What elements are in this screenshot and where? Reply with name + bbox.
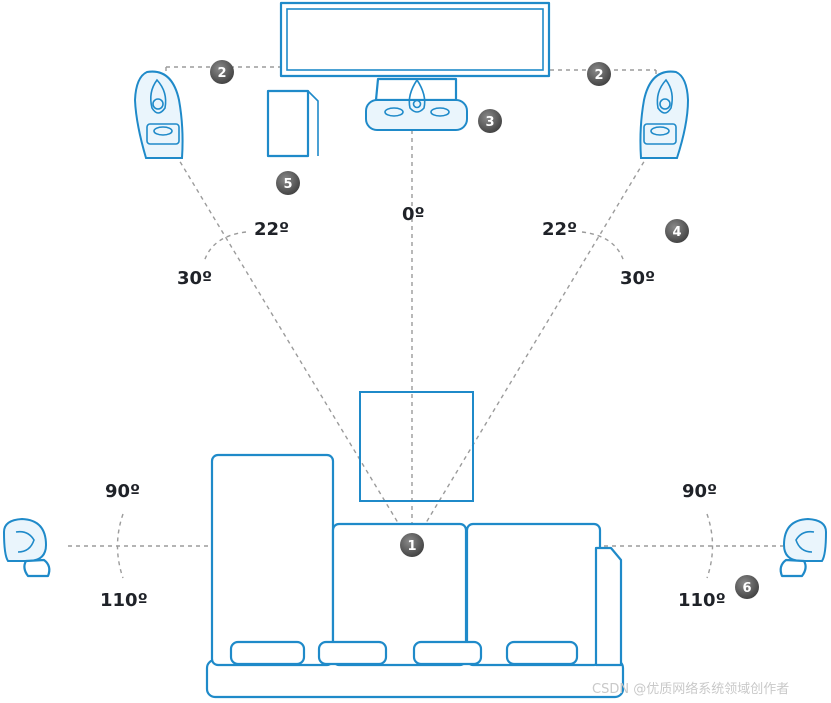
angle-left-inner: 22º bbox=[254, 219, 289, 240]
guide-right-front bbox=[411, 154, 649, 547]
front-left-speaker bbox=[133, 70, 184, 159]
guide-lines bbox=[68, 66, 783, 579]
arc-right-side bbox=[706, 513, 714, 579]
badge-front-left: 2 bbox=[210, 60, 234, 84]
badge-alt-right: 4 bbox=[665, 219, 689, 243]
front-right-speaker bbox=[639, 70, 690, 159]
badge-center: 3 bbox=[478, 109, 502, 133]
svg-text:1: 1 bbox=[407, 539, 416, 554]
arc-left-front bbox=[203, 231, 247, 263]
svg-text:5: 5 bbox=[283, 177, 292, 192]
badge-subwoofer: 5 bbox=[276, 171, 300, 195]
angle-right-side-bottom: 110º bbox=[678, 590, 726, 611]
arc-left-side bbox=[116, 513, 124, 579]
svg-text:2: 2 bbox=[594, 68, 603, 83]
svg-text:6: 6 bbox=[742, 581, 751, 596]
coffee-table bbox=[359, 391, 474, 502]
badge-surround: 6 bbox=[735, 575, 759, 599]
svg-text:4: 4 bbox=[672, 225, 681, 240]
angle-labels: 0º 22º 30º 22º 30º 90º 110º 90º 110º bbox=[100, 204, 726, 611]
right-surround-speaker bbox=[779, 517, 828, 578]
left-surround-speaker bbox=[2, 517, 51, 578]
center-speaker bbox=[365, 77, 468, 131]
badge-front-right: 2 bbox=[587, 62, 611, 86]
arc-right-front bbox=[581, 231, 625, 263]
tv-screen bbox=[279, 1, 551, 78]
badge-listener: 1 bbox=[400, 533, 424, 557]
angle-center: 0º bbox=[402, 204, 425, 225]
subwoofer bbox=[266, 89, 319, 158]
angle-left-side-top: 90º bbox=[105, 481, 140, 502]
angle-right-inner: 22º bbox=[542, 219, 577, 240]
watermark: CSDN @优质网络系统领域创作者 bbox=[592, 681, 789, 697]
sofa bbox=[205, 453, 625, 699]
svg-text:2: 2 bbox=[217, 66, 226, 81]
badges: 1 2 2 3 4 5 6 bbox=[210, 60, 759, 599]
angle-right-outer: 30º bbox=[620, 268, 655, 289]
angle-left-outer: 30º bbox=[177, 268, 212, 289]
angle-right-side-top: 90º bbox=[682, 481, 717, 502]
svg-text:3: 3 bbox=[485, 115, 494, 130]
angle-left-side-bottom: 110º bbox=[100, 590, 148, 611]
